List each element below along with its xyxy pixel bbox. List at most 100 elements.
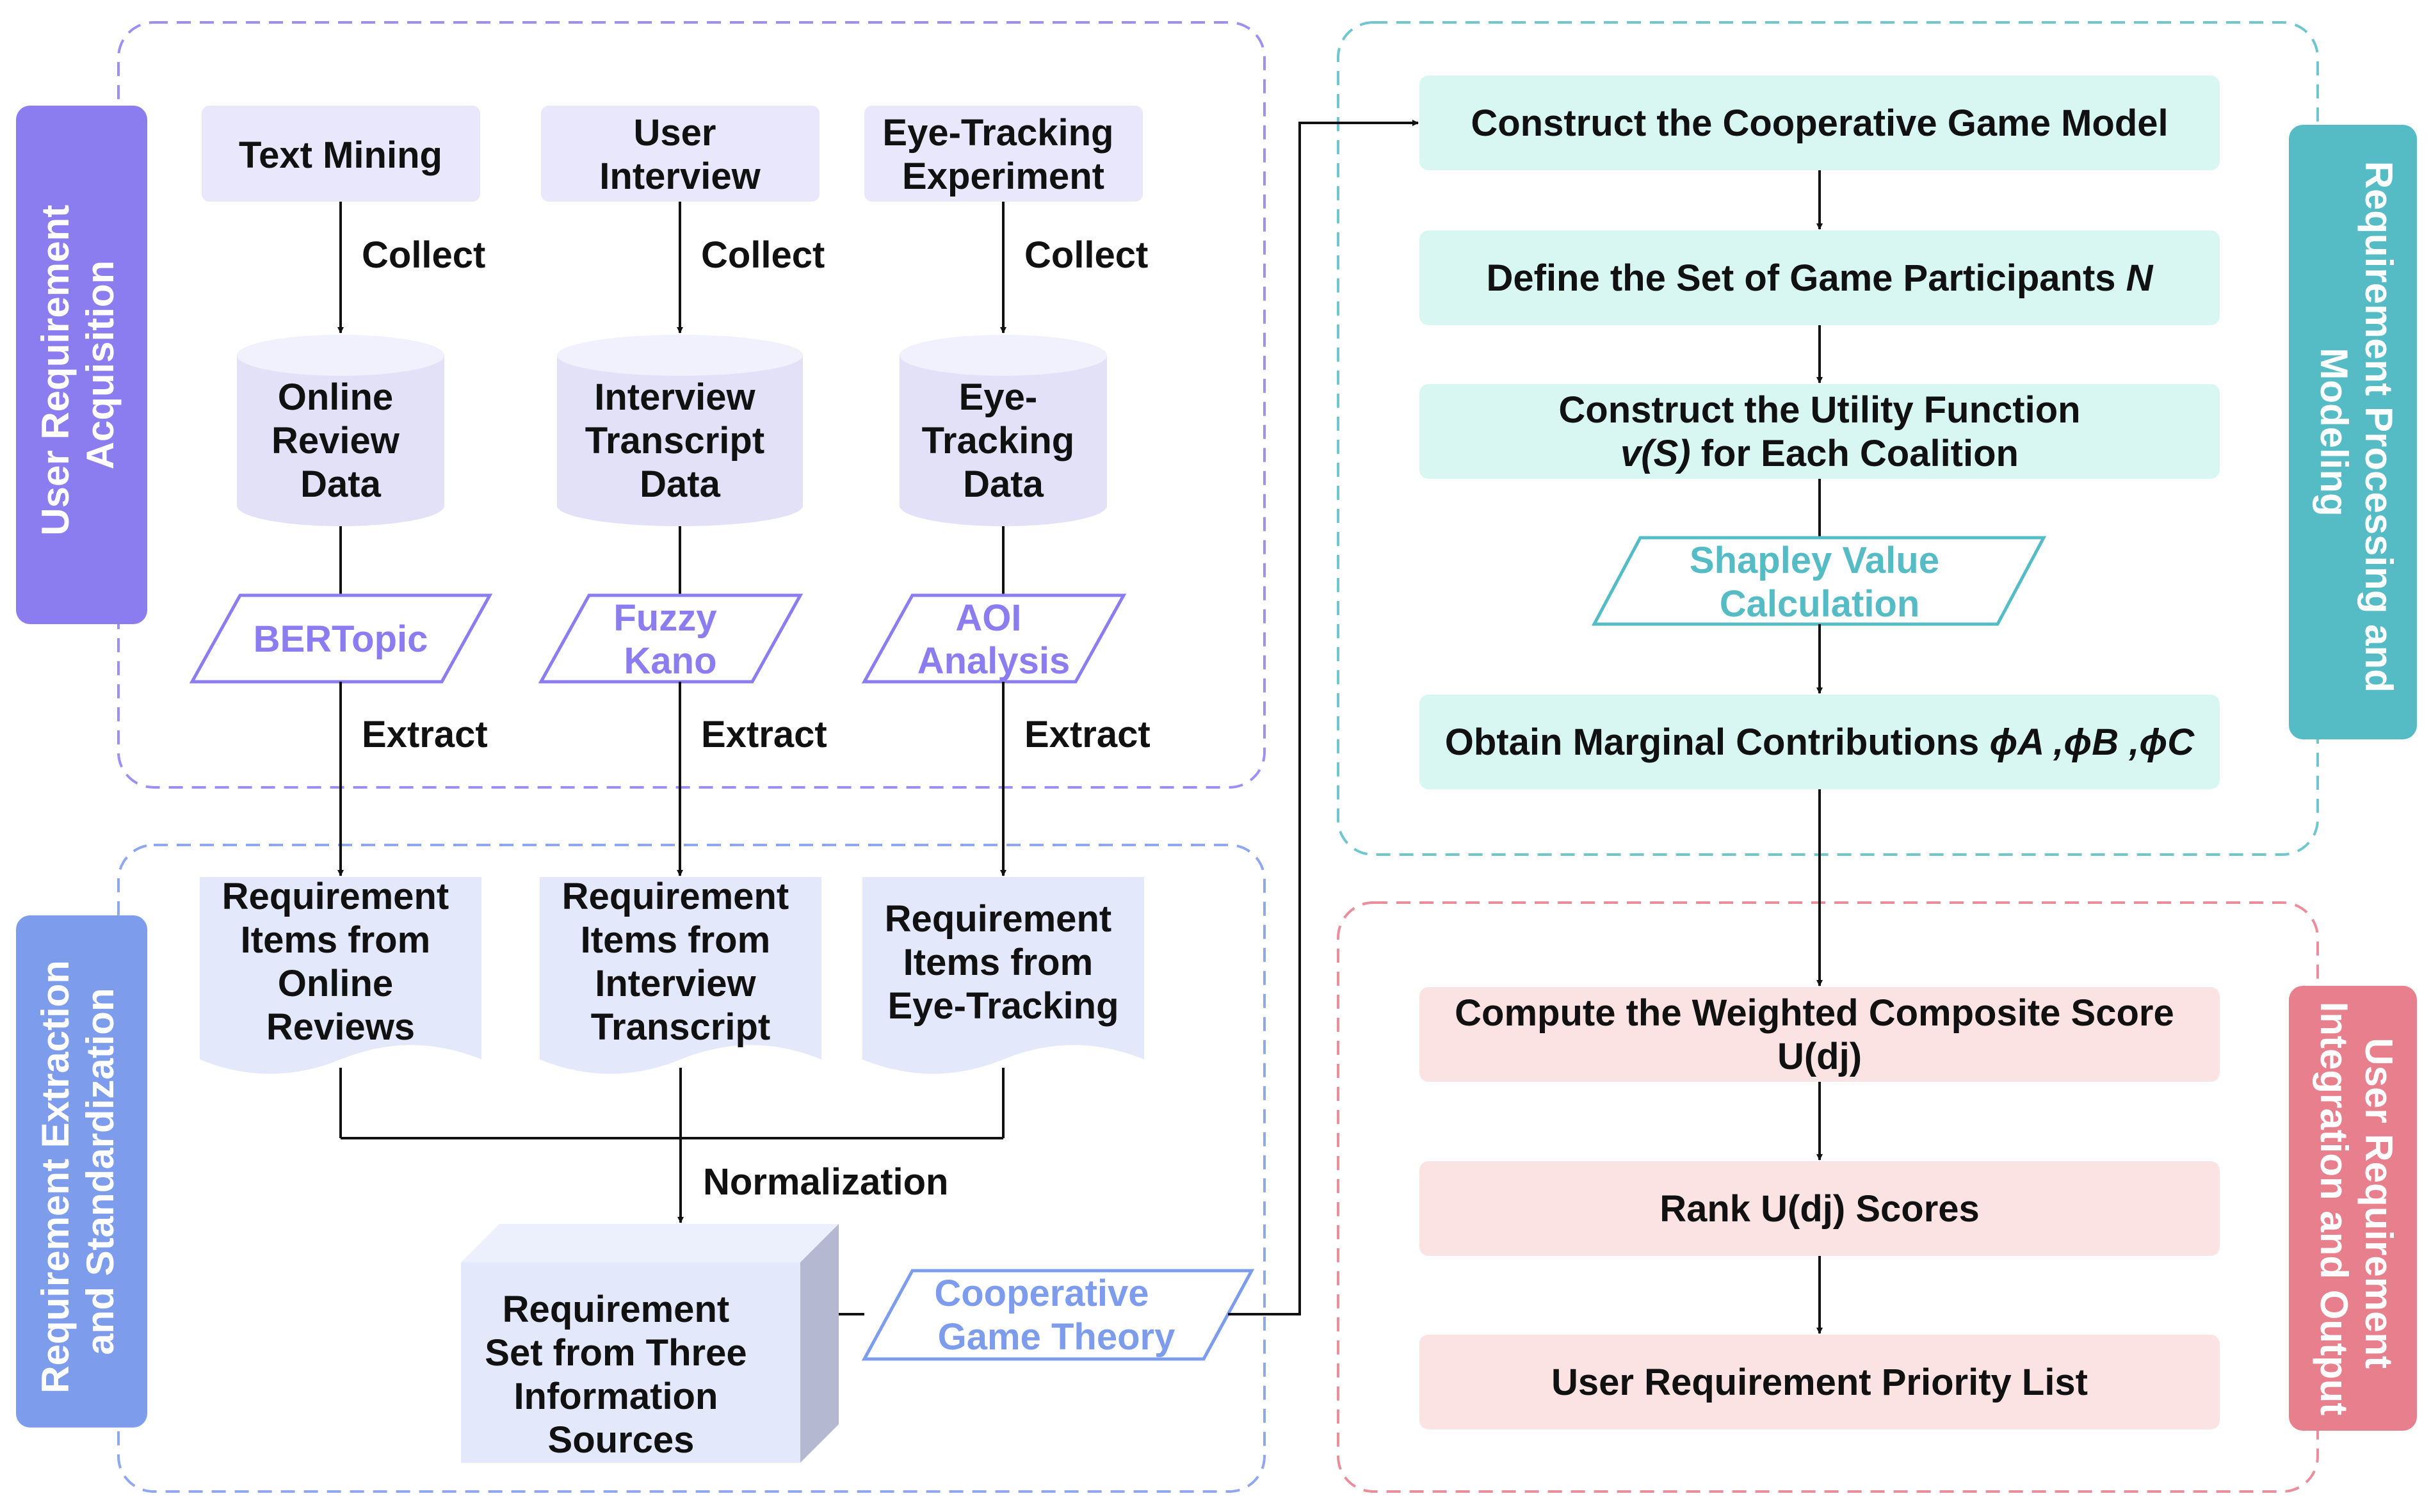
source-user-interview: User Interview [541,106,820,202]
requirement-set-line2: Set from Three [485,1332,747,1374]
svg-text:Requirement Set from Thr: Requirement Set from Three Information S… [485,1289,757,1461]
svg-text:Requirement Items from: Requirement Items from Eye-Tracking [885,898,1122,1027]
cooperative-line2: Game Theory [938,1316,1175,1358]
method-fuzzy-kano-line2: Kano [624,640,717,682]
side-label-output-line2: Integration and Output [2313,1002,2355,1416]
svg-text:Requirement Extraction a: Requirement Extraction and Standardizati… [34,949,122,1394]
side-label-processing: Requirement Processing and Modeling [2289,125,2417,739]
database-online-review: Online Review Data [237,335,444,526]
document-eye-tracking: Requirement Items from Eye-Tracking [862,877,1144,1074]
svg-text:Construct the Cooperative Game: Construct the Cooperative Game Model [1471,102,2168,144]
svg-text:Normalization: Normalization [703,1161,949,1203]
method-fuzzy-kano-line1: Fuzzy [613,597,716,639]
svg-text:Shapley Value Calculatio: Shapley Value Calculation [1690,540,1950,625]
document-online-reviews: Requirement Items from Online Reviews [200,876,481,1074]
svg-text:Online Review Data: Online Review Data [271,376,410,505]
document-eye-tracking-line3: Eye-Tracking [887,985,1119,1027]
svg-text:User Requirement Acquisi: User Requirement Acquisition [34,194,122,536]
svg-text:v(S) for Each Coalition: v(S) for Each Coalition [1620,433,2019,474]
side-label-extraction: Requirement Extraction and Standardizati… [16,915,147,1428]
source-text-mining-label: Text Mining [239,134,442,176]
acquisition-panel [117,21,1266,789]
cooperative-line1: Cooperative [934,1273,1149,1314]
svg-text:Collect: Collect [701,234,825,276]
method-bertopic: BERTopic [189,593,493,684]
svg-text:Eye- Tracking Data: Eye- Tracking Data [922,376,1085,505]
step-define-set-label: Define the Set of Game Participants [1486,257,2126,299]
database-interview-transcript: Interview Transcript Data [557,335,803,526]
document-online-reviews-line1: Requirement [222,876,449,917]
database-eye-tracking: Eye- Tracking Data [900,335,1107,526]
step-utility-line1: Construct the Utility Function [1558,389,2080,431]
extract-label-3: Extract [1024,714,1151,755]
step-composite-line1: Compute the Weighted Composite Score [1455,992,2174,1034]
document-interview-transcript-line3: Interview [595,963,756,1004]
svg-text:Rank U(dj) Scores: Rank U(dj) Scores [1660,1188,1980,1230]
document-interview-transcript-line1: Requirement [562,876,789,917]
svg-text:User Requirement Integra: User Requirement Integration and Output [2313,1002,2400,1416]
step-rank-scores: Rank U(dj) Scores [1419,1161,2220,1256]
database-eye-tracking-line3: Data [963,463,1044,505]
source-eye-tracking-line1: Eye-Tracking [882,112,1113,154]
method-aoi-analysis: AOI Analysis [861,593,1127,684]
collect-label-2: Collect [701,234,825,276]
database-interview-transcript-line3: Data [640,463,720,505]
cooperative-game-theory: Cooperative Game Theory [861,1269,1255,1361]
svg-text:Cooperative Game Theory: Cooperative Game Theory [934,1273,1175,1358]
database-online-review-line2: Review [271,420,400,462]
collect-label-1: Collect [362,234,485,276]
svg-text:BERTopic: BERTopic [254,618,428,660]
method-fuzzy-kano: Fuzzy Kano [538,593,804,684]
svg-text:Requirement Processing and: Requirement Processing and Modeling [2313,161,2400,704]
participants-symbol: N [2126,257,2154,299]
document-eye-tracking-line2: Items from [903,942,1094,983]
requirement-set-line4: Sources [548,1419,695,1461]
source-eye-tracking: Eye-Tracking Experiment [864,106,1143,202]
step-construct-model-label: Construct the Cooperative Game Model [1471,102,2168,144]
step-utility-function: Construct the Utility Function v(S) for … [1419,384,2220,479]
svg-text:Collect: Collect [1024,234,1148,276]
step-composite-score: Compute the Weighted Composite Score U(d… [1419,987,2220,1082]
side-label-output-line1: User Requirement [2357,1038,2400,1369]
step-marginal-contributions: Obtain Marginal Contributions ϕA ,ϕB ,ϕC [1419,695,2220,789]
step-marginal-label: Obtain Marginal Contributions [1445,721,1990,763]
side-label-extraction-line2: and Standardization [79,988,122,1355]
database-online-review-line3: Data [300,463,381,505]
utility-symbol: v(S) [1620,433,1691,474]
method-aoi-analysis-line1: AOI [955,597,1021,639]
side-label-acquisition-line1: User Requirement [34,205,77,536]
step-shapley-line1: Shapley Value [1690,540,1939,581]
svg-text:Requirement Items from: Requirement Items from Interview Transcr… [562,876,800,1048]
side-label-output: User Requirement Integration and Output [2289,986,2417,1431]
svg-text:Compute the Weighted Composite: Compute the Weighted Composite Score U(d… [1455,992,2185,1077]
source-eye-tracking-line2: Experiment [902,156,1104,197]
database-eye-tracking-line1: Eye- [959,376,1038,418]
side-label-processing-line2: Modeling [2313,348,2355,516]
database-online-review-line1: Online [278,376,393,418]
svg-text:Extract: Extract [362,714,488,755]
source-user-interview-line1: User [633,112,716,154]
svg-text:Interview Transcript: Interview Transcript Data [585,376,775,505]
step-composite-line2: U(dj) [1777,1036,1862,1077]
svg-text:User Requirement Priority List: User Requirement Priority List [1551,1362,2088,1403]
svg-text:Define the Set of Game Partici: Define the Set of Game Participants N [1486,257,2153,299]
method-aoi-analysis-line2: Analysis [917,640,1070,682]
document-online-reviews-line3: Online [278,963,393,1004]
side-label-acquisition: User Requirement Acquisition [16,106,147,624]
extract-label-1: Extract [362,714,488,755]
document-online-reviews-line4: Reviews [266,1006,415,1048]
svg-text:Collect: Collect [362,234,485,276]
side-label-processing-line1: Requirement Processing and [2357,161,2400,693]
side-label-acquisition-line2: Acquisition [79,261,122,470]
svg-text:Obtain Marginal Contributions: Obtain Marginal Contributions ϕA ,ϕB ,ϕC [1445,721,2195,763]
normalization-label: Normalization [703,1161,949,1203]
svg-text:Text Mining: Text Mining [239,134,442,176]
svg-text:Requirement Items from: Requirement Items from Online Reviews [222,876,460,1048]
step-construct-model: Construct the Cooperative Game Model [1419,76,2220,170]
step-priority-list: User Requirement Priority List [1419,1335,2220,1429]
requirement-set-line3: Information [513,1376,718,1417]
step-define-set: Define the Set of Game Participants N [1419,230,2220,325]
document-eye-tracking-line1: Requirement [885,898,1112,940]
source-text-mining: Text Mining [202,106,480,202]
